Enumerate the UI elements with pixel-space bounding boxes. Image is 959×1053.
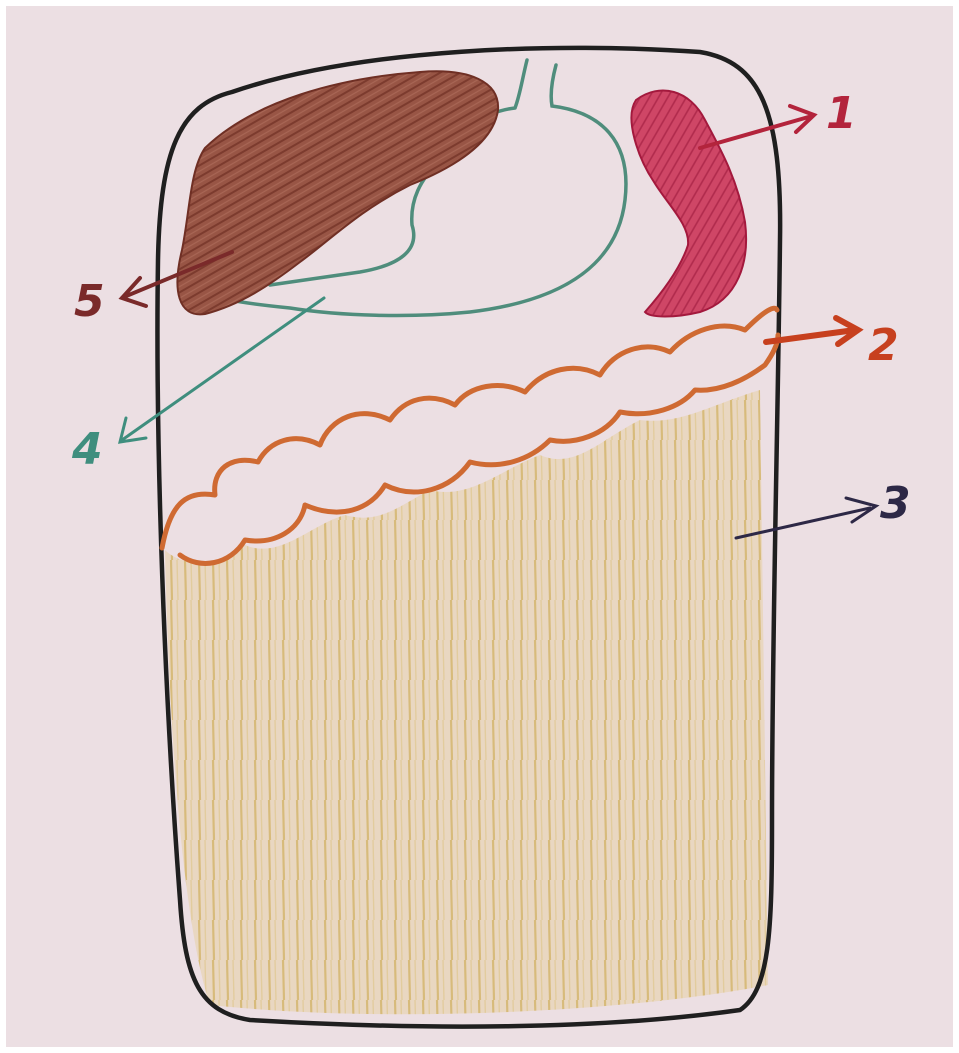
arrow-4 xyxy=(120,298,324,442)
small-intestine-region xyxy=(165,390,768,1014)
label-5: 5 xyxy=(74,276,105,327)
label-3: 3 xyxy=(880,478,911,529)
label-4: 4 xyxy=(71,424,103,475)
label-2: 2 xyxy=(868,320,899,371)
arrow-1 xyxy=(700,106,814,148)
liver-shape xyxy=(177,71,498,314)
label-1: 1 xyxy=(826,88,857,139)
spleen-shape xyxy=(631,90,746,316)
